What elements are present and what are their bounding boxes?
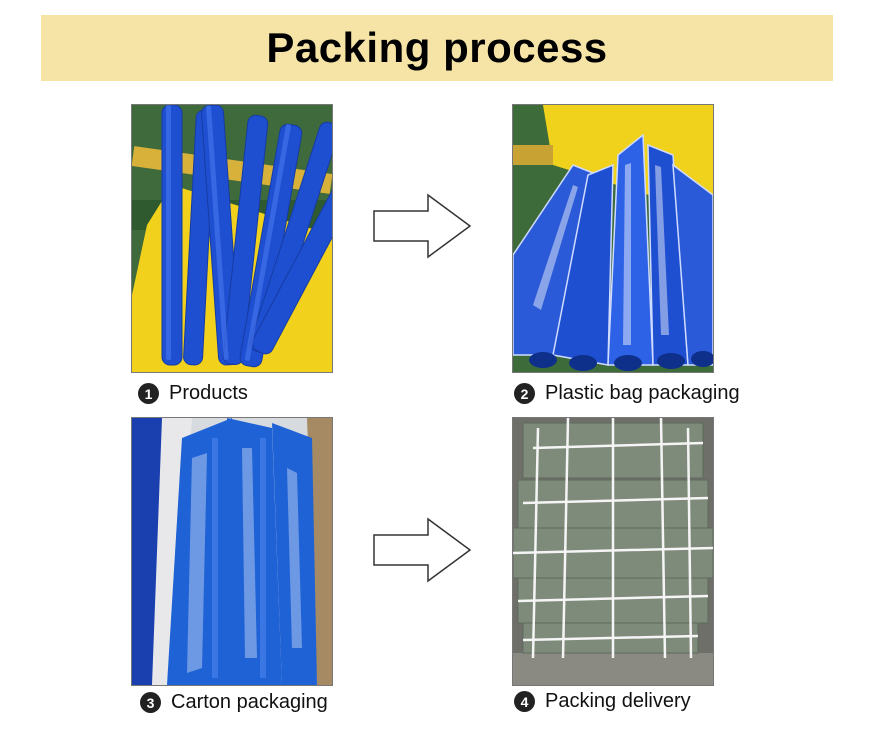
step-label: Products xyxy=(169,382,248,404)
step-number-badge: 1 xyxy=(138,383,159,404)
plastic-bag-photo xyxy=(512,104,714,373)
right-arrow-icon xyxy=(373,517,472,583)
step-label: Plastic bag packaging xyxy=(545,382,740,404)
delivery-photo xyxy=(512,417,714,686)
step-label: Carton packaging xyxy=(171,691,328,713)
title-banner: Packing process xyxy=(41,15,833,81)
step-number-badge: 3 xyxy=(140,692,161,713)
step-caption-products: 1 Products xyxy=(138,382,248,405)
right-arrow-icon xyxy=(373,193,472,259)
page-title: Packing process xyxy=(266,24,608,71)
step-number-badge: 4 xyxy=(514,691,535,712)
step-caption-carton: 3 Carton packaging xyxy=(140,691,328,714)
step-caption-delivery: 4 Packing delivery xyxy=(514,690,691,713)
products-photo xyxy=(131,104,333,373)
carton-photo xyxy=(131,417,333,686)
step-number-badge: 2 xyxy=(514,383,535,404)
step-label: Packing delivery xyxy=(545,690,691,712)
step-caption-plastic-bag: 2 Plastic bag packaging xyxy=(514,382,740,405)
